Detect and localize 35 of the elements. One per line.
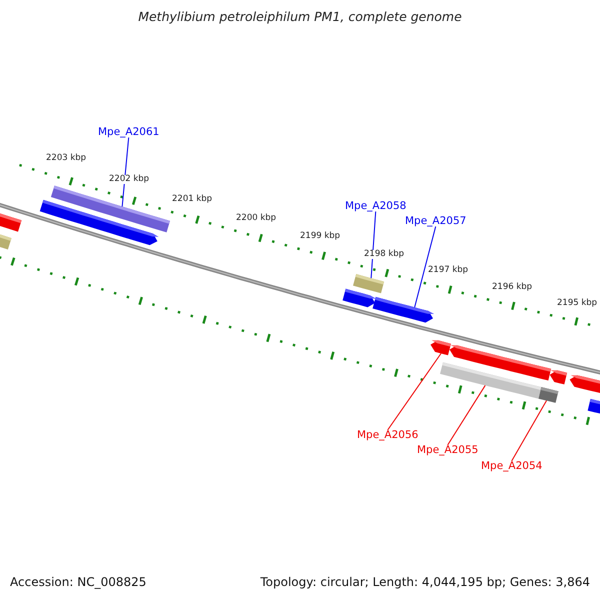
gene-bar (570, 375, 600, 394)
scale-label: 2196 kbp (491, 283, 534, 292)
gene-label: Mpe_A2058 (345, 201, 406, 212)
leader-line (414, 226, 436, 308)
gene-bar (550, 370, 568, 384)
gene-label: Mpe_A2054 (481, 461, 542, 472)
scale-label: 2195 kbp (556, 299, 598, 308)
leader-line (387, 353, 442, 430)
gene-label: Mpe_A2057 (405, 216, 466, 226)
leader-line (511, 400, 548, 462)
scale-label: 2201 kbp (171, 195, 214, 204)
scale-label: 2203 kbp (45, 154, 88, 162)
leader-line (370, 211, 376, 279)
gene-bar (0, 211, 22, 232)
gene-label: Mpe_A2056 (357, 430, 418, 440)
scale-label: 2200 kbp (235, 214, 278, 222)
leader-line (447, 384, 486, 446)
scale-label: 2202 kbp (108, 175, 150, 184)
scale-label: 2198 kbp (363, 250, 406, 258)
gene-bar (342, 288, 376, 308)
gene-bar (538, 387, 558, 403)
accession-text: Accession: NC_008825 (10, 576, 146, 588)
gene-bar (588, 398, 600, 414)
genome-info-text: Topology: circular; Length: 4,044,195 bp; Genes: 3,864 (260, 576, 590, 588)
leader-line (122, 137, 130, 207)
scale-label: 2199 kbp (299, 232, 342, 240)
gene-bar (372, 296, 434, 323)
gene-bar (353, 274, 384, 294)
title: Methylibium petroleiphilum PM1, complete genome (138, 11, 462, 24)
gene-label: Mpe_A2055 (417, 445, 478, 456)
gene-bar (50, 186, 170, 232)
gene-bar (430, 340, 451, 356)
gene-label: Mpe_A2061 (98, 127, 160, 138)
gene-bar (450, 345, 552, 380)
scale-label: 2197 kbp (427, 266, 470, 274)
